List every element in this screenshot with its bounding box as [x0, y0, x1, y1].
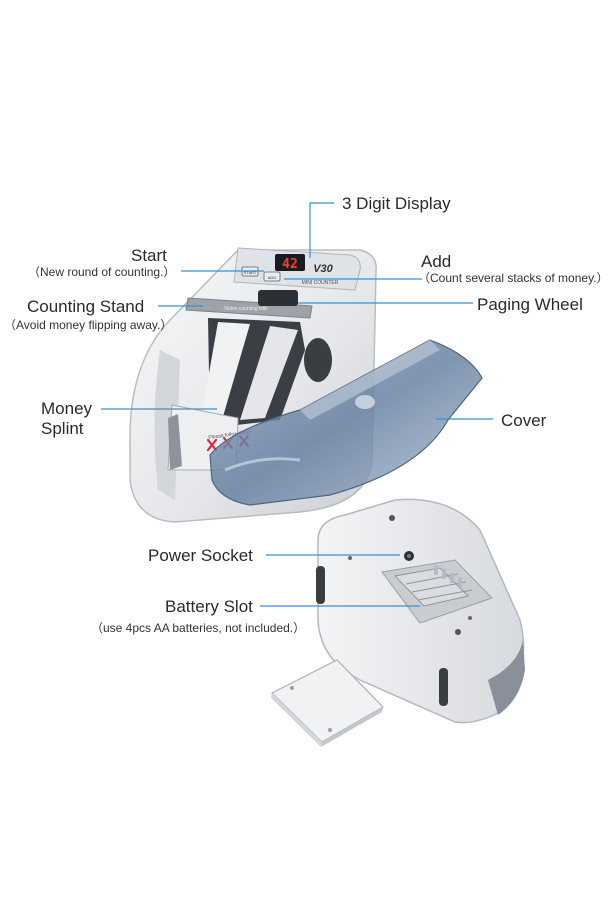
- stand-caption: Notes counting bills: [224, 306, 268, 312]
- add-button-label: ADD: [268, 275, 277, 280]
- add-button[interactable]: [263, 271, 281, 282]
- label-splint: Splint: [41, 419, 84, 438]
- label-counting-stand-note: （Avoid money flipping away.）: [4, 318, 173, 332]
- panel-caption: MINI COUNTER: [302, 280, 339, 286]
- label-add: Add: [421, 252, 452, 271]
- splint-caption: Please follow these: [208, 429, 252, 441]
- label-battery-slot: Battery Slot: [165, 597, 253, 616]
- label-paging-wheel: Paging Wheel: [477, 295, 583, 314]
- display-digits: 42: [282, 257, 298, 272]
- leader-display: [309, 202, 334, 258]
- leader-lines: [101, 202, 493, 607]
- label-battery-note: （use 4pcs AA batteries, not included.）: [91, 621, 306, 635]
- digit-display: 42 V30 MINI COUNTER: [275, 254, 339, 286]
- label-start-note: （New round of counting.）: [28, 265, 176, 279]
- start-button-label: START: [244, 270, 257, 275]
- model-name: V30: [313, 263, 333, 275]
- cover: [209, 339, 483, 506]
- label-add-note: （Count several stacks of money.）: [418, 271, 609, 285]
- label-counting-stand: Counting Stand: [27, 297, 145, 316]
- label-3-digit-display: 3 Digit Display: [342, 194, 451, 213]
- label-money: Money: [41, 399, 93, 418]
- label-start: Start: [131, 246, 167, 265]
- label-cover: Cover: [501, 411, 547, 430]
- label-power-socket: Power Socket: [148, 546, 253, 565]
- counter-machine: 42 V30 MINI COUNTER START ADD Notes coun…: [129, 247, 483, 523]
